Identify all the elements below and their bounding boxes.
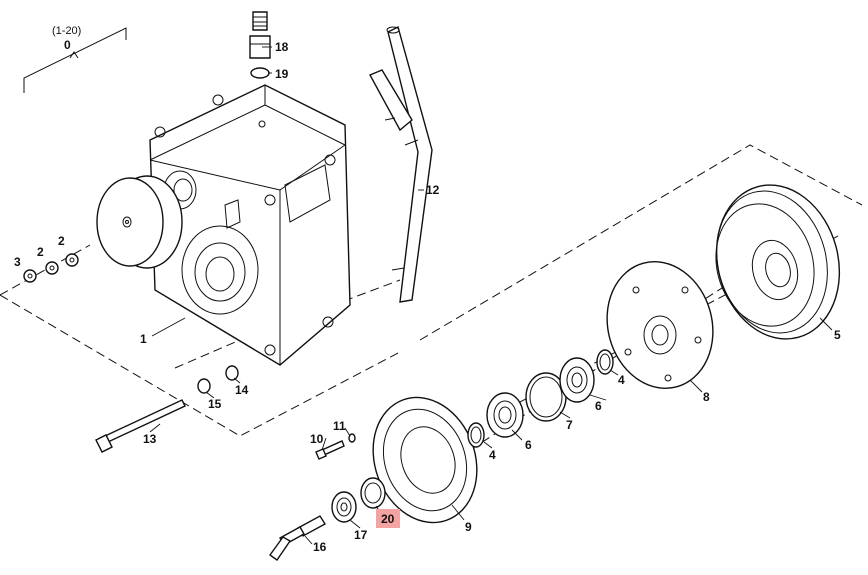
part-13-bolt [95, 399, 186, 453]
pulley [96, 175, 183, 269]
leader-lines [149, 46, 833, 545]
callout-14[interactable]: 14 [235, 383, 249, 397]
callout-9[interactable]: 9 [465, 520, 472, 534]
part-16-fitting [269, 515, 326, 561]
part-18-fitting [249, 11, 271, 59]
callout-19[interactable]: 19 [275, 67, 289, 81]
callout-4a[interactable]: 4 [489, 448, 496, 462]
callout-13[interactable]: 13 [143, 432, 157, 446]
part-19-oring [250, 67, 270, 79]
part-10-bolt [315, 440, 345, 460]
callout-5[interactable]: 5 [834, 328, 841, 342]
callout-2a[interactable]: 2 [37, 245, 44, 259]
highlight-part-20 [376, 509, 400, 528]
callout-10[interactable]: 10 [310, 432, 324, 446]
part-4-circlip-lower [467, 422, 485, 448]
callout-7[interactable]: 7 [566, 418, 573, 432]
assembly-bracket [23, 27, 127, 93]
callout-8[interactable]: 8 [703, 390, 710, 404]
part-20-seal [360, 477, 386, 509]
callout-18[interactable]: 18 [275, 40, 289, 54]
part-6-bearing-upper [559, 357, 595, 403]
part-5-housing [715, 184, 841, 340]
part-17-bearing [331, 491, 357, 523]
callout-15[interactable]: 15 [208, 397, 222, 411]
callout-11[interactable]: 11 [333, 419, 346, 433]
callout-2b[interactable]: 2 [58, 234, 65, 248]
part-11-washer [348, 433, 356, 443]
callout-20[interactable]: 20 [381, 512, 395, 526]
parts-2-3-nuts [23, 253, 79, 283]
callout-17[interactable]: 17 [354, 528, 368, 542]
part-4-circlip-upper [596, 349, 614, 375]
callout-6a[interactable]: 6 [525, 438, 532, 452]
callout-3[interactable]: 3 [14, 255, 21, 269]
assembly-number-label: 0 [64, 38, 71, 52]
callout-16[interactable]: 16 [313, 540, 327, 554]
part-8-flange [606, 261, 714, 389]
callout-4b[interactable]: 4 [618, 373, 625, 387]
callout-6b[interactable]: 6 [595, 399, 602, 413]
callout-12[interactable]: 12 [426, 183, 440, 197]
parts-14-15-washers [197, 365, 239, 394]
assembly-range-label: (1-20) [52, 25, 81, 37]
callout-1[interactable]: 1 [140, 332, 147, 346]
part-6-bearing-lower [486, 392, 524, 438]
part-12-tube [369, 25, 433, 303]
gearbox-housing [149, 84, 351, 366]
